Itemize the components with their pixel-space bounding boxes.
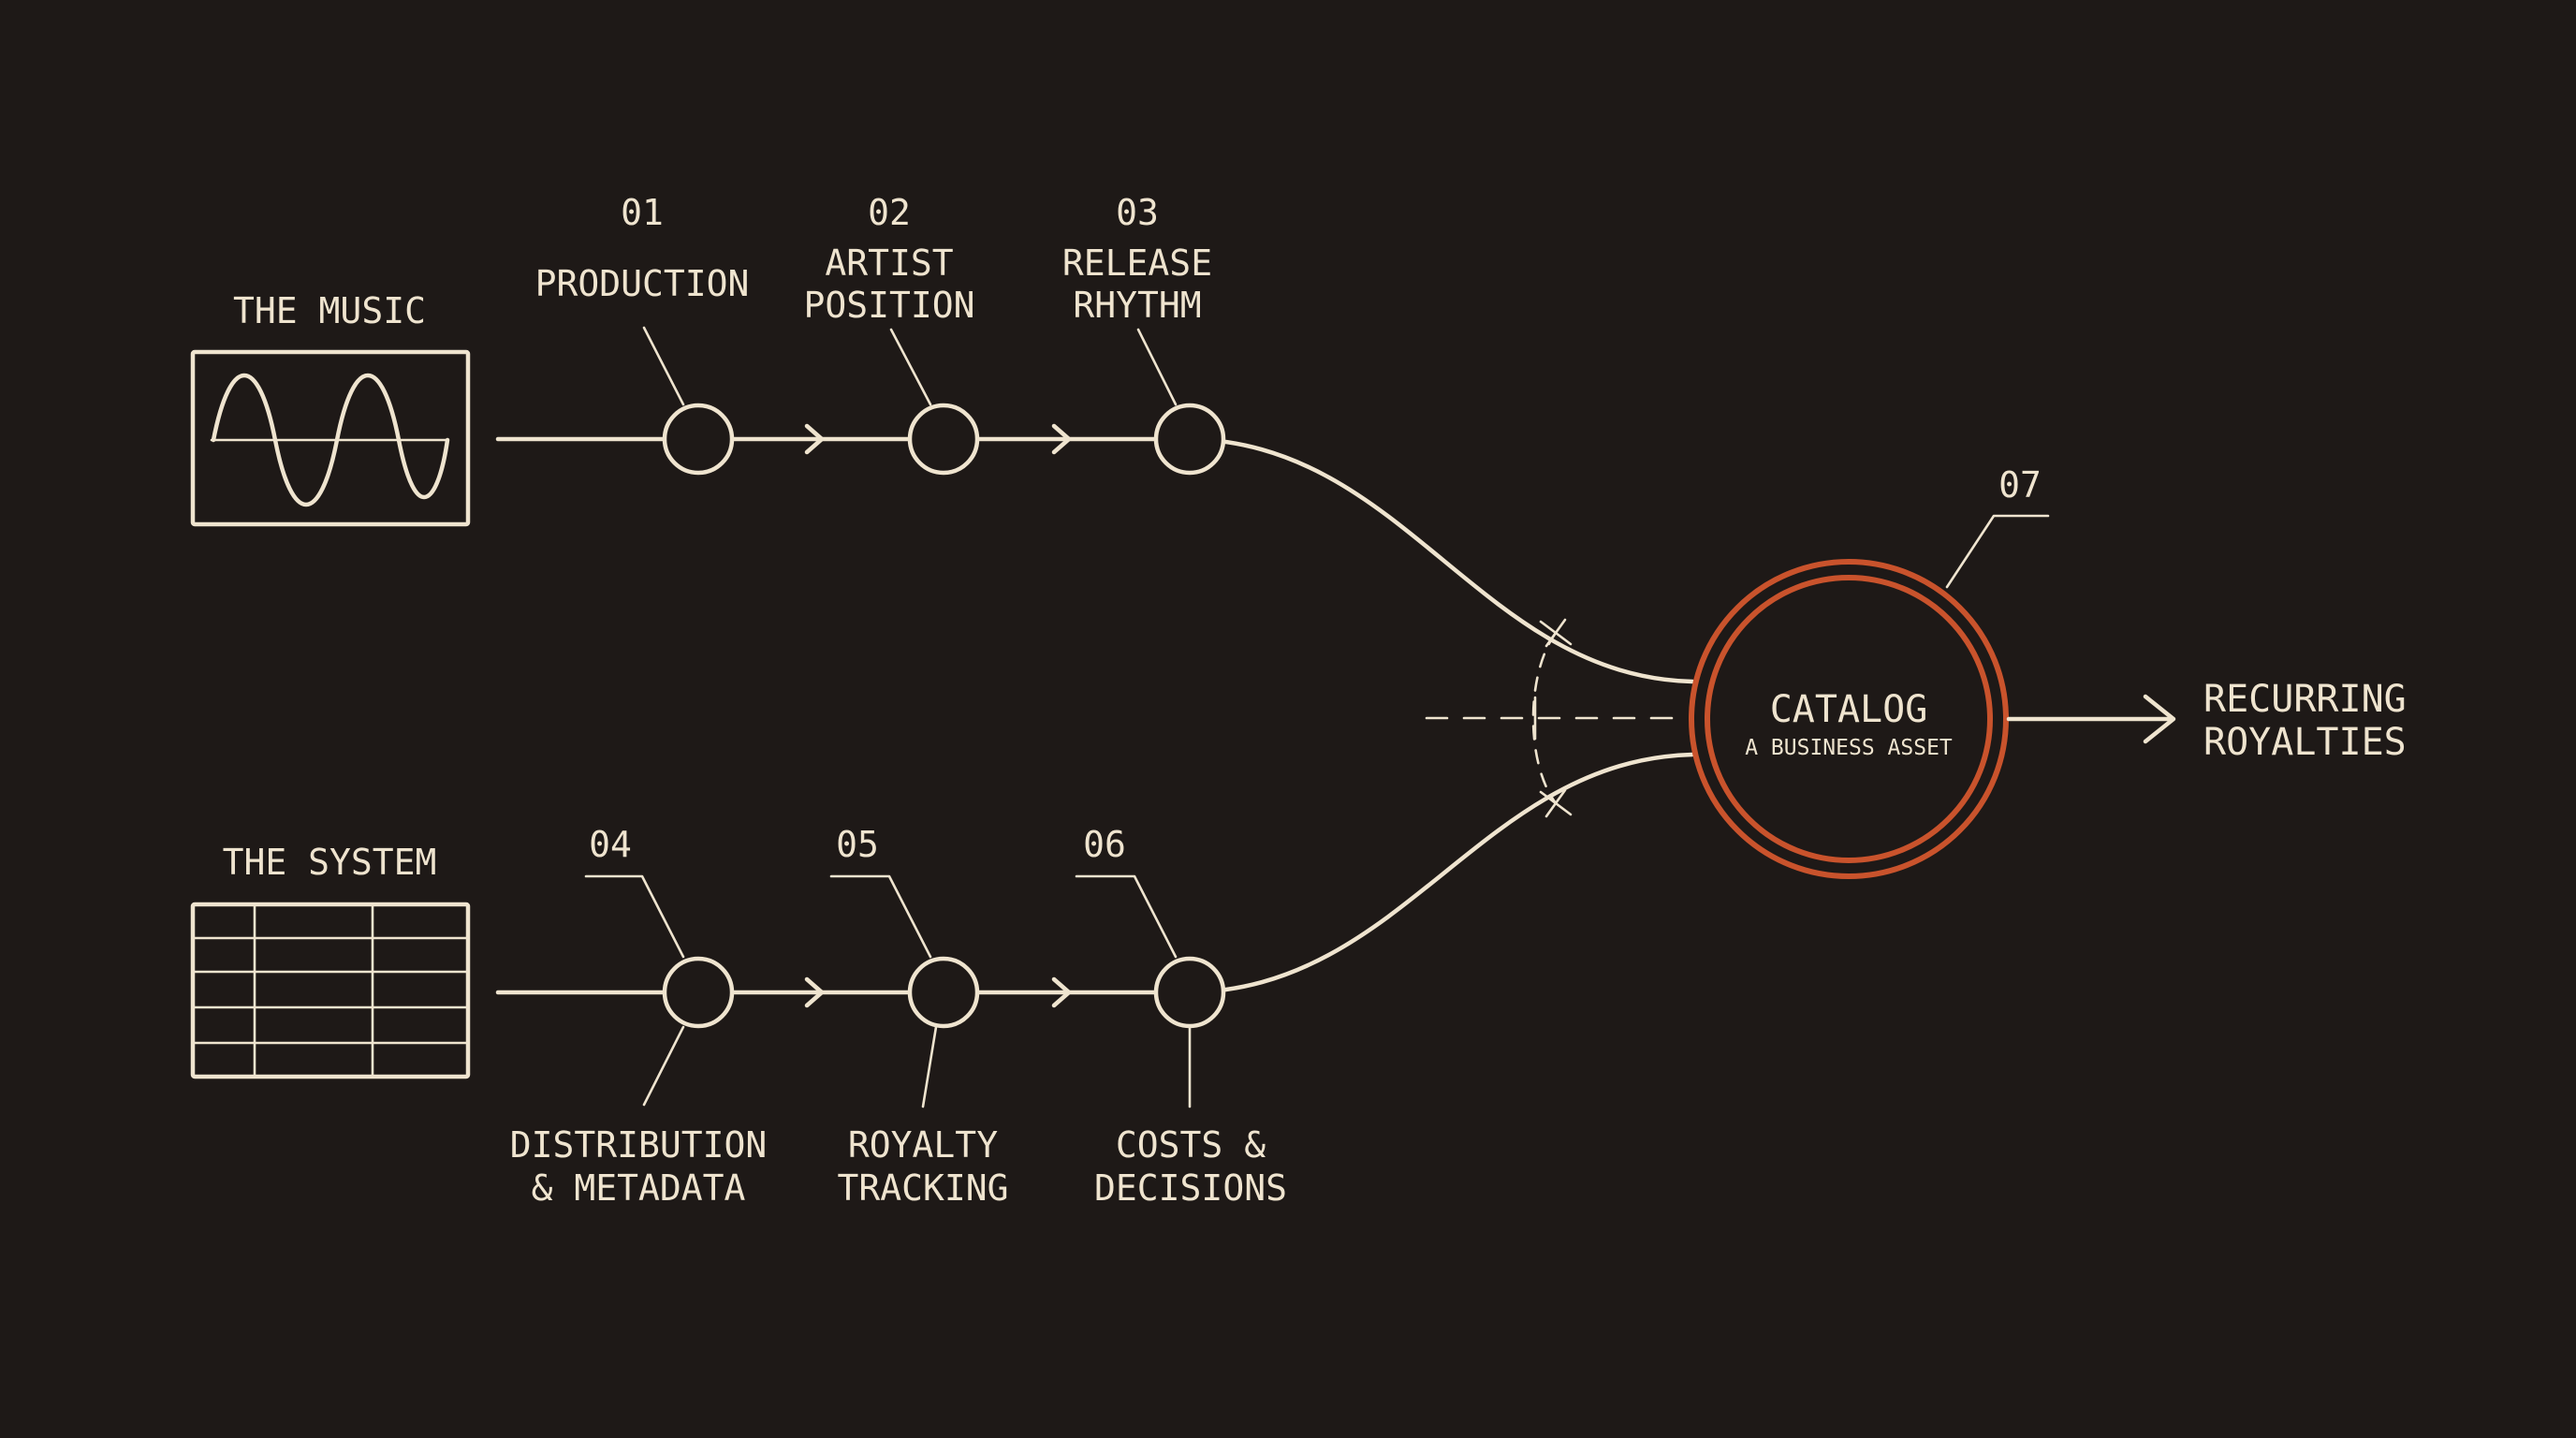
step-node [662,403,735,476]
catalog-inner-ring [1705,575,1993,863]
catalog-node: 07 CATALOG A BUSINESS ASSET [1689,464,2050,879]
step-04: 04 DISTRIBUTION & METADATA [510,824,768,1209]
music-lane: THE MUSIC 01 PRODUCTION 02 ARTIST POSITI… [190,192,1695,684]
leader-line [829,874,932,959]
system-input-label: THE SYSTEM [223,842,437,883]
leader-line [921,1025,938,1108]
dashed-arc [1531,631,1558,805]
system-lane: THE SYSTEM 04 DISTRIBUTION & METADATA 05 [190,752,1695,1209]
music-input-label: THE MUSIC [233,290,426,331]
step-node [1153,956,1226,1029]
step-number: 05 [836,824,879,865]
step-06: 06 COSTS & DECISIONS [1075,824,1287,1209]
step-number: 03 [1116,192,1159,233]
step-number: 06 [1083,824,1126,865]
waveform-icon [190,349,471,527]
music-merge-curve [1182,436,1695,684]
catalog-subtitle: A BUSINESS ASSET [1745,736,1953,760]
leader-line [642,1025,685,1107]
cross-mark-icon [1539,618,1573,648]
leader-line [889,328,932,406]
leader-line [1075,874,1178,959]
step-number: 01 [621,192,664,233]
step-label-line1: ROYALTY [848,1124,998,1166]
output-label-line1: RECURRING [2203,678,2407,721]
step-node [1153,403,1226,476]
arrow-chevron-icon [1051,976,1072,1008]
leader-line [1945,514,2050,589]
leader-line [584,874,685,959]
output: RECURRING ROYALTIES [2006,678,2407,764]
step-03: 03 RELEASE RHYTHM [1062,192,1226,476]
arrow-chevron-icon [1051,423,1072,455]
arrow-chevron-icon [804,423,825,455]
catalog-outer-ring [1689,559,2009,879]
step-number: 02 [868,192,911,233]
leader-line [642,326,685,406]
leader-line [1136,328,1178,406]
step-05: 05 ROYALTY TRACKING [829,824,1009,1209]
step-label-line1: COSTS & [1116,1124,1266,1166]
step-label-line1: DISTRIBUTION [510,1124,768,1166]
step-label-line2: POSITION [803,285,974,326]
system-merge-curve [1182,752,1695,995]
step-label-line1: PRODUCTION [535,263,750,304]
table-grid-icon [190,902,471,1079]
step-label-line1: RELEASE [1062,242,1212,284]
catalog-number: 07 [1998,464,2042,506]
step-01: 01 PRODUCTION [535,192,750,476]
step-node [907,956,980,1029]
step-label-line2: DECISIONS [1094,1167,1287,1209]
output-label-line2: ROYALTIES [2203,721,2407,764]
arrow-chevron-icon [804,976,825,1008]
step-02: 02 ARTIST POSITION [803,192,980,476]
step-label-line2: RHYTHM [1073,285,1201,326]
merge-marks [1425,618,1687,818]
step-node [662,956,735,1029]
cross-mark-icon [1539,788,1573,818]
step-label-line2: & METADATA [532,1167,746,1209]
arrow-head-icon [2143,694,2176,744]
catalog-title: CATALOG [1770,688,1928,731]
step-number: 04 [589,824,632,865]
step-label-line2: TRACKING [837,1167,1008,1209]
step-label-line1: ARTIST [825,242,953,284]
step-node [907,403,980,476]
